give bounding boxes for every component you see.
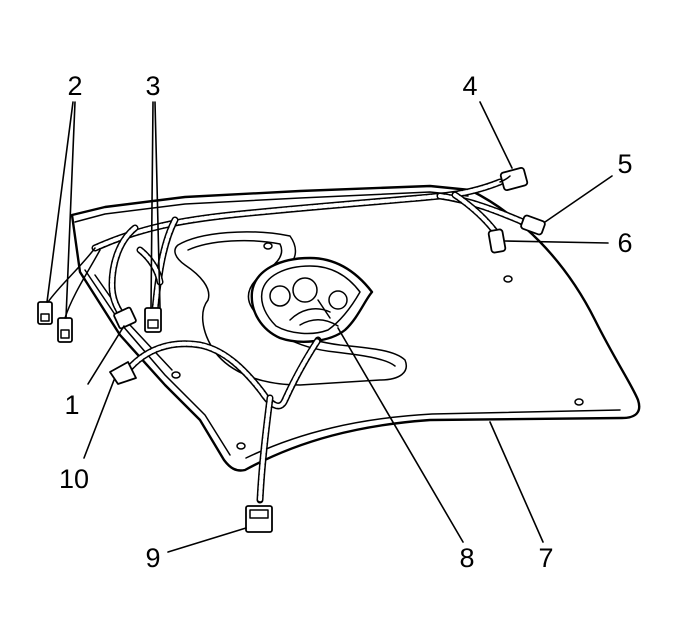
lead-4 <box>499 175 511 183</box>
mounting-hole <box>503 275 513 283</box>
callout-5: 5 <box>617 149 632 179</box>
headliner-left-edge <box>84 269 231 456</box>
lamp-wiring <box>289 299 339 327</box>
connector-4 <box>499 166 529 192</box>
callout-3: 3 <box>145 71 160 101</box>
leader-4 <box>479 101 513 169</box>
leader-1 <box>87 325 125 385</box>
leader-10 <box>83 379 115 459</box>
mounting-hole <box>263 242 273 250</box>
leader-7 <box>489 421 544 543</box>
console-recess <box>174 231 407 386</box>
lead-2a <box>47 247 96 303</box>
mounting-hole <box>574 398 584 406</box>
connector-2b <box>57 317 73 343</box>
dome-lamp-inner <box>260 265 361 335</box>
leader-5 <box>544 175 613 223</box>
callout-10: 10 <box>59 464 89 494</box>
console-recess-inner <box>187 239 396 367</box>
wiring-harness <box>91 178 534 504</box>
connector-1 <box>113 306 137 330</box>
leader-3b <box>154 101 161 309</box>
leader-3a <box>150 101 154 309</box>
mounting-hole <box>236 442 246 450</box>
connector-6 <box>487 228 507 254</box>
lead-2b <box>64 249 101 319</box>
callout-9: 9 <box>145 543 160 573</box>
headliner-panel <box>70 184 641 472</box>
lamp-socket-center <box>292 277 318 303</box>
connector-2a <box>37 301 53 325</box>
leader-2a <box>46 101 74 303</box>
lamp-socket-right <box>328 290 348 310</box>
headliner-rim <box>74 191 469 223</box>
leader-2b <box>65 101 76 319</box>
leader-8 <box>337 327 464 543</box>
mounting-hole <box>171 371 181 379</box>
lamp-socket-left <box>269 285 291 307</box>
callout-7: 7 <box>538 543 553 573</box>
leader-9 <box>167 527 247 553</box>
callout-6: 6 <box>617 228 632 258</box>
callout-1: 1 <box>64 390 79 420</box>
connector-10 <box>109 361 137 385</box>
leader-6 <box>504 240 609 244</box>
callout-4: 4 <box>462 71 477 101</box>
connector-3 <box>144 307 162 333</box>
connector-9 <box>245 505 273 533</box>
callout-8: 8 <box>459 543 474 573</box>
connector-5 <box>520 214 546 236</box>
callout-2: 2 <box>67 71 82 101</box>
